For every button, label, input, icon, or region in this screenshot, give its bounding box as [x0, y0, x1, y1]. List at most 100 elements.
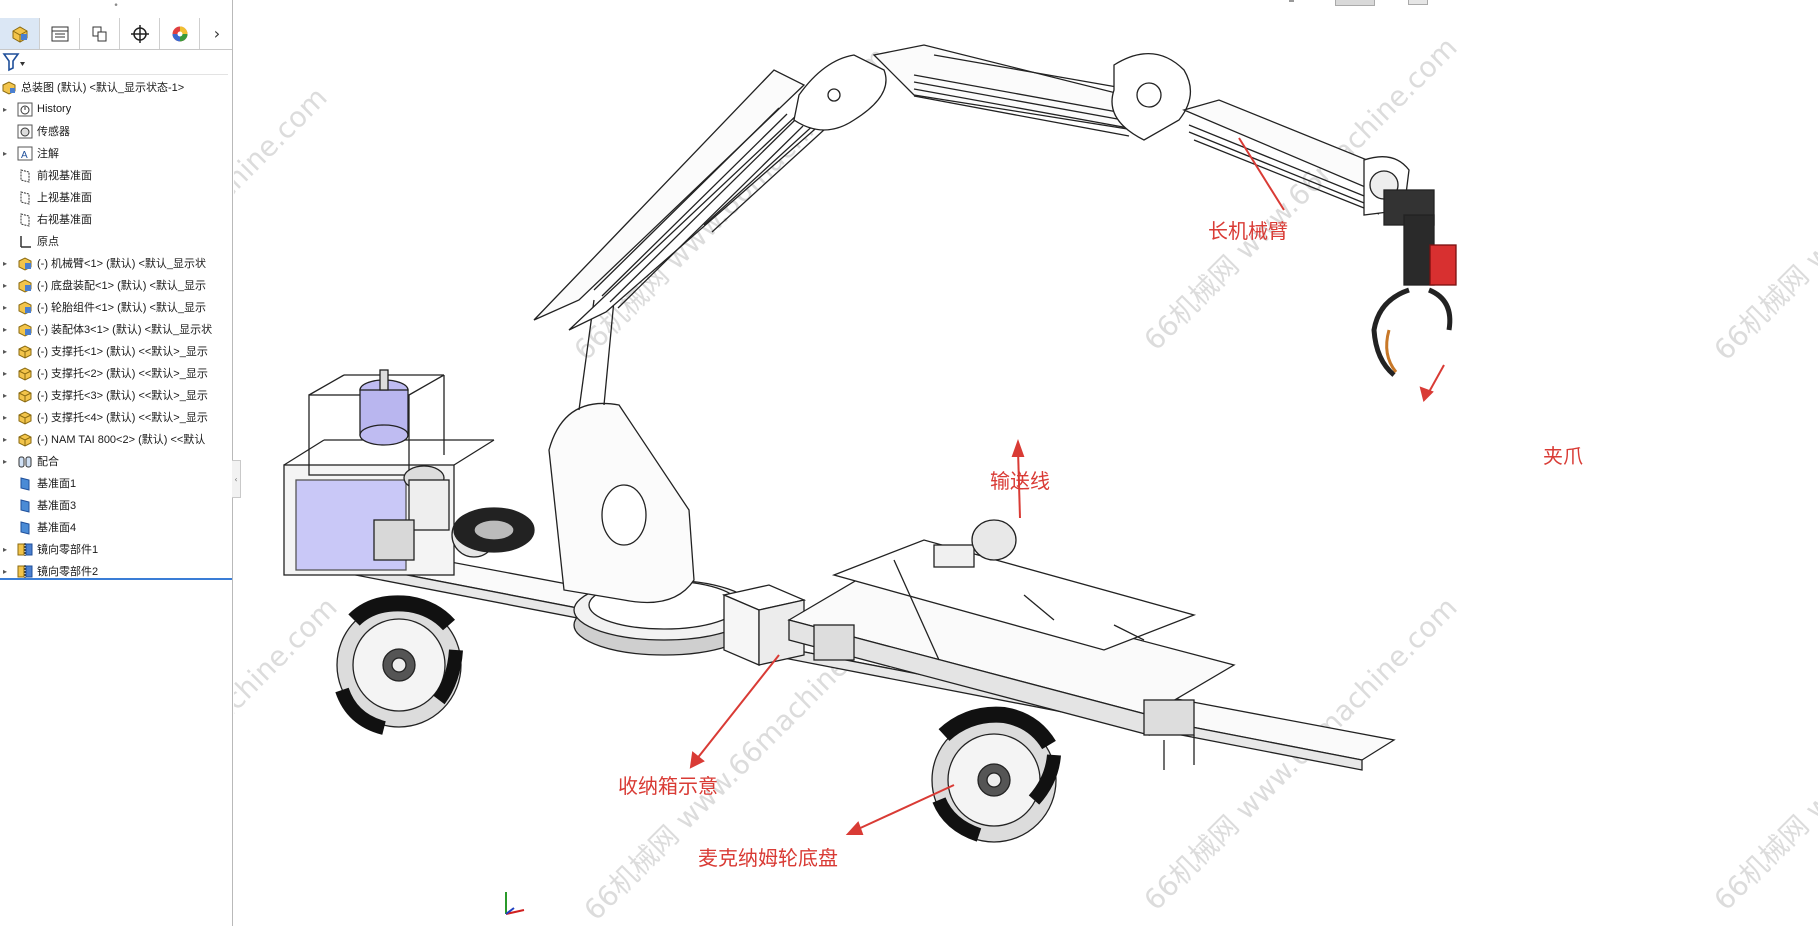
tree-item-label: 配合 — [37, 456, 59, 468]
graphics-area[interactable]: 66机械网 www.66machine.com 66机械网 www.66mach… — [234, 0, 1818, 926]
tree-item[interactable]: ▸(-) 支撑托<3> (默认) <<默认>_显示 — [0, 384, 232, 406]
tree-item[interactable]: ▸ 镜向零部件1 — [0, 538, 232, 560]
tree-item[interactable]: ▸ (-) 底盘装配<1> (默认) <默认_显示 — [0, 274, 232, 296]
tree-item[interactable]: ▸ (-) 支撑托<4> (默认) <<默认>_显示 — [0, 406, 232, 428]
tree-item-label: 前视基准面 — [37, 170, 92, 182]
tree-item[interactable]: 基准面4 — [0, 516, 232, 538]
plane-icon — [16, 189, 34, 205]
annotation-chassis: 麦克纳姆轮底盘 — [698, 846, 838, 870]
expand-arrow-icon[interactable]: ▸ — [2, 544, 7, 554]
tree-item[interactable]: ▸ (-) 支撑托<1> (默认) <<默认>_显示 — [0, 340, 232, 362]
tree-item[interactable]: 原点 — [0, 230, 232, 252]
arm-base — [548, 299, 755, 656]
feature-manager-panel: • › 总装图 (默认) <默认_显示状态-1> ▸ History 传感器 ▸ A 注解前… — [0, 0, 233, 926]
expand-arrow-icon[interactable]: ▸ — [2, 412, 7, 422]
coordinate-triad-icon — [505, 892, 525, 915]
tree-item-label: (-) NAM TAI 800<2> (默认) <<默认 — [37, 434, 206, 446]
tree-item-label: 注解 — [37, 148, 59, 160]
tree-item-label: 基准面4 — [37, 522, 77, 534]
tree-item[interactable]: ▸ A 注解 — [0, 142, 232, 164]
tree-item[interactable]: ▸ 配合 — [0, 450, 232, 472]
tree-item-label: 基准面1 — [37, 478, 77, 490]
gripper — [1371, 189, 1457, 377]
annotation-long-arm: 长机械臂 — [1208, 219, 1288, 243]
tree-item-label: 传感器 — [37, 126, 70, 138]
mecanum-wheel-rear-left — [335, 595, 463, 735]
tree-item-label: (-) 支撑托<1> (默认) <<默认>_显示 — [37, 346, 208, 358]
expand-arrow-icon[interactable]: ▸ — [2, 258, 7, 268]
mecanum-wheel-front-right — [931, 706, 1061, 843]
annotation-conveyor: 输送线 — [990, 469, 1050, 493]
tree-item[interactable]: 基准面1 — [0, 472, 232, 494]
power-unit — [283, 369, 497, 576]
part-icon — [16, 409, 34, 425]
tab-feature-manager[interactable] — [0, 18, 40, 49]
tree-item-label: 镜向零部件2 — [37, 566, 99, 578]
tree-item-label: 右视基准面 — [37, 214, 92, 226]
plane-blue-icon — [16, 519, 34, 535]
mirror-component-icon — [16, 563, 34, 579]
expand-arrow-icon[interactable]: ▸ — [2, 148, 7, 158]
expand-arrow-icon[interactable]: ▸ — [2, 346, 7, 356]
svg-text:A: A — [21, 150, 28, 161]
part-icon — [16, 431, 34, 447]
expand-arrow-icon[interactable]: ▸ — [2, 566, 7, 576]
tree-item[interactable]: 前视基准面 — [0, 164, 232, 186]
feature-manager-icon — [12, 25, 27, 43]
robot-model-drawing — [283, 44, 1457, 843]
annotation-arrows — [689, 137, 1445, 835]
tree-item-label: History — [37, 103, 72, 115]
assembly-icon — [0, 79, 18, 95]
tab-configuration-manager[interactable] — [80, 18, 120, 49]
part-icon — [16, 387, 34, 403]
heads-up-toolbar-button-2[interactable] — [1408, 0, 1428, 5]
annotation-icon: A — [16, 145, 34, 161]
expand-arrow-icon[interactable]: ▸ — [2, 434, 7, 444]
tab-dimxpert-manager[interactable] — [120, 18, 160, 49]
rollback-bar[interactable] — [0, 578, 232, 580]
conveyor-line — [787, 519, 1236, 770]
manager-tab-bar: › — [0, 18, 232, 50]
tree-item-label: (-) 底盘装配<1> (默认) <默认_显示 — [37, 280, 206, 292]
tree-item[interactable]: ▸(-) 支撑托<2> (默认) <<默认>_显示 — [0, 362, 232, 384]
tree-item-label: (-) 支撑托<4> (默认) <<默认>_显示 — [37, 412, 208, 424]
expand-arrow-icon[interactable]: ▸ — [2, 280, 7, 290]
property-manager-icon — [51, 26, 68, 41]
annotation-storage-box: 收纳箱示意 — [618, 774, 718, 798]
history-icon — [16, 101, 34, 117]
subassembly-icon — [16, 277, 34, 293]
dimxpert-icon — [130, 24, 149, 43]
tree-filter[interactable] — [0, 50, 228, 75]
tree-item-label: 镜向零部件1 — [37, 544, 99, 556]
mates-icon — [16, 453, 34, 469]
tree-item[interactable]: 上视基准面 — [0, 186, 232, 208]
tree-item[interactable]: ▸ (-) 装配体3<1> (默认) <默认_显示状 — [0, 318, 232, 340]
expand-arrow-icon[interactable]: ▸ — [2, 324, 7, 334]
tree-root-item[interactable]: 总装图 (默认) <默认_显示状态-1> — [0, 76, 232, 98]
tree-item-label: (-) 装配体3<1> (默认) <默认_显示状 — [37, 324, 213, 336]
part-icon — [16, 343, 34, 359]
annotation-gripper: 夹爪 — [1543, 444, 1583, 468]
expand-arrow-icon[interactable]: ▸ — [2, 302, 7, 312]
more-tabs-chevron[interactable]: › — [213, 24, 221, 43]
tree-item[interactable]: ▸(-) 机械臂<1> (默认) <默认_显示状 — [0, 252, 232, 274]
tree-item[interactable]: 基准面3 — [0, 494, 232, 516]
tree-item[interactable]: ▸(-) 轮胎组件<1> (默认) <默认_显示 — [0, 296, 232, 318]
tree-item[interactable]: ▸ (-) NAM TAI 800<2> (默认) <<默认 — [0, 428, 232, 450]
panel-collapse-handle[interactable]: ‹ — [232, 460, 241, 498]
tree-item[interactable]: 传感器 — [0, 120, 232, 142]
tree-item[interactable]: ▸ 镜向零部件2 — [0, 560, 232, 582]
expand-arrow-icon[interactable]: ▸ — [2, 368, 7, 378]
mirror-component-icon — [16, 541, 34, 557]
tree-item[interactable]: ▸ History — [0, 98, 232, 120]
tree-item[interactable]: 右视基准面 — [0, 208, 232, 230]
expand-arrow-icon[interactable]: ▸ — [2, 456, 7, 466]
expand-arrow-icon[interactable]: ▸ — [2, 390, 7, 400]
origin-icon — [16, 233, 34, 249]
expand-arrow-icon[interactable]: ▸ — [2, 104, 7, 114]
heads-up-toolbar-button[interactable] — [1335, 0, 1375, 6]
panel-grip[interactable]: • — [113, 1, 119, 11]
tab-property-manager[interactable] — [40, 18, 80, 49]
tab-display-manager[interactable] — [160, 18, 200, 49]
feature-tree: 总装图 (默认) <默认_显示状态-1> ▸ History 传感器 ▸ A 注解前视基准面… — [0, 76, 232, 582]
